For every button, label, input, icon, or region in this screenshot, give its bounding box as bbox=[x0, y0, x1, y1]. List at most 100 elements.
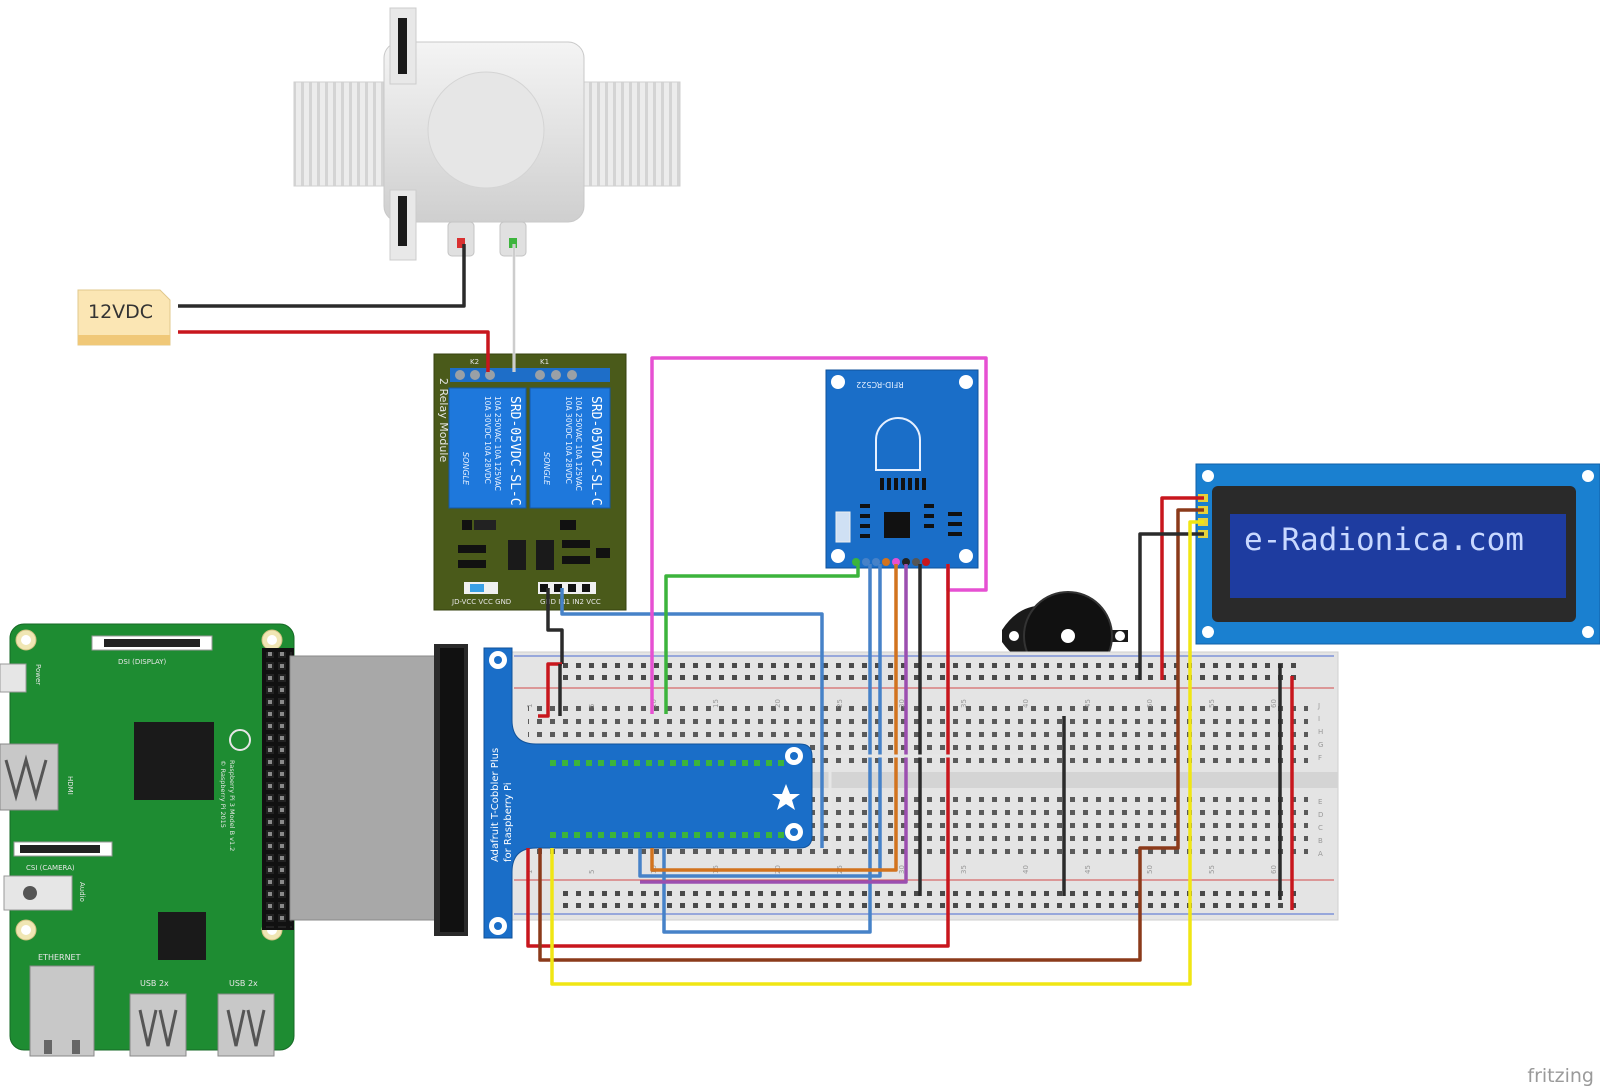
cobbler-title-2: for Raspberry Pi bbox=[503, 782, 514, 862]
ribbon-cable bbox=[289, 644, 468, 936]
breadboard-row-label: A bbox=[1318, 850, 1323, 858]
relay-1-brand: SONGLE bbox=[461, 452, 470, 486]
breadboard-column-label: 45 bbox=[1084, 865, 1092, 874]
pi-usb-2-label: USB 2x bbox=[229, 979, 258, 988]
rfid-module: RFID-RC522 bbox=[825, 369, 979, 569]
fritzing-watermark: fritzing bbox=[1527, 1065, 1594, 1087]
relay-2-cube bbox=[529, 387, 611, 509]
adafruit-star-icon bbox=[772, 784, 800, 810]
breadboard-row-label: E bbox=[1318, 798, 1322, 806]
cobbler-pin bbox=[766, 832, 772, 838]
breadboard-column-label: 40 bbox=[1022, 699, 1030, 708]
breadboard-column-label: 50 bbox=[1146, 865, 1154, 874]
cobbler-pin bbox=[586, 832, 592, 838]
cobbler-pin bbox=[718, 760, 724, 766]
breadboard-column-label: 5 bbox=[588, 870, 596, 874]
cobbler-title-1: Adafruit T-Cobbler Plus bbox=[490, 748, 501, 862]
cobbler-pin bbox=[754, 832, 760, 838]
raspberry-logo-icon bbox=[229, 729, 251, 751]
breadboard-column-label: 30 bbox=[898, 865, 906, 874]
cobbler-pin bbox=[550, 832, 556, 838]
breadboard-column-label: 20 bbox=[774, 699, 782, 708]
pi-power-label: Power bbox=[34, 664, 42, 685]
wire-lcd-vcc bbox=[1160, 496, 1204, 680]
cobbler-pin bbox=[730, 832, 736, 838]
relay-2-rating-1: 10A 250VAC 10A 125VAC bbox=[574, 396, 583, 491]
cobbler-pin bbox=[658, 760, 664, 766]
cobbler-pin bbox=[562, 832, 568, 838]
breadboard-row-label: D bbox=[1318, 811, 1323, 819]
breadboard-row-label: C bbox=[1318, 824, 1323, 832]
cobbler-pin bbox=[586, 760, 592, 766]
wire-rfid-orange bbox=[650, 564, 898, 872]
raspberry-pi: DSI (DISPLAY) HDMI Power CSI (CAMERA) Au… bbox=[0, 623, 295, 1057]
power-label-text: 12VDC bbox=[88, 301, 153, 323]
cobbler-pin bbox=[610, 832, 616, 838]
cobbler-pin bbox=[742, 760, 748, 766]
cobbler-pin bbox=[550, 760, 556, 766]
pi-audio-label: Audio bbox=[78, 882, 86, 902]
breadboard-column-label: 30 bbox=[898, 699, 906, 708]
usb-port-1 bbox=[129, 993, 187, 1057]
wire-relay-in1 bbox=[560, 588, 824, 848]
rfid-label: RFID-RC522 bbox=[856, 380, 904, 389]
wire-supply-red bbox=[178, 330, 490, 372]
pi-copyright-text: © Raspberry Pi 2015 bbox=[219, 760, 227, 828]
breadboard-column-label: 35 bbox=[960, 699, 968, 708]
usb-port-2 bbox=[217, 993, 275, 1057]
relay-header-left: JD-VCC VCC GND bbox=[451, 598, 511, 606]
breadboard-column-label: 1 bbox=[526, 870, 534, 874]
cobbler-pin bbox=[766, 760, 772, 766]
relay-module: K1 K2 SRD-05VDC-SL-C 10A 250VAC 10A 125V… bbox=[433, 353, 627, 611]
cobbler-pin bbox=[706, 832, 712, 838]
cobbler-pin bbox=[658, 832, 664, 838]
breadboard-column-label: 60 bbox=[1270, 865, 1278, 874]
breadboard-row-label: G bbox=[1318, 741, 1323, 749]
breadboard-column-label: 55 bbox=[1208, 699, 1216, 708]
relay-2-part-text: SRD-05VDC-SL-C bbox=[588, 396, 603, 506]
pi-dsi-label: DSI (DISPLAY) bbox=[118, 658, 167, 666]
cobbler-pin bbox=[646, 832, 652, 838]
wire-rfid-green bbox=[664, 564, 860, 714]
breadboard-column-label: 50 bbox=[1146, 699, 1154, 708]
wire-relay-vcc bbox=[538, 662, 562, 718]
lcd-module: e-Radionica.com bbox=[1195, 463, 1600, 645]
pi-hdmi-label: HDMI bbox=[66, 776, 74, 795]
breadboard-column-label: 15 bbox=[712, 699, 720, 708]
relay-1-rating-1: 10A 250VAC 10A 125VAC bbox=[493, 396, 502, 491]
breadboard-row-label: J bbox=[1317, 702, 1320, 710]
cobbler-pin bbox=[670, 832, 676, 838]
cobbler-pin bbox=[610, 760, 616, 766]
breadboard-row-label: H bbox=[1318, 728, 1323, 736]
cobbler-pin bbox=[646, 760, 652, 766]
cobbler-pin bbox=[706, 760, 712, 766]
solenoid-valve bbox=[293, 7, 681, 261]
relay-1-part-text: SRD-05VDC-SL-C bbox=[507, 396, 522, 506]
cobbler-pin bbox=[754, 760, 760, 766]
relay-header-right: GND IN1 IN2 VCC bbox=[540, 598, 601, 606]
cobbler-pin bbox=[634, 760, 640, 766]
wire-lcd-yellow bbox=[550, 520, 1204, 986]
wire-rfid-blue bbox=[662, 564, 872, 934]
wire-lcd-gnd bbox=[1138, 532, 1204, 680]
cobbler-pin bbox=[742, 832, 748, 838]
breadboard-row-label: B bbox=[1318, 837, 1323, 845]
cobbler-pin bbox=[694, 832, 700, 838]
cobbler-pin bbox=[730, 760, 736, 766]
wire-rfid-blue-2 bbox=[638, 564, 882, 878]
lcd-screen bbox=[1230, 514, 1566, 598]
wire-rfid-purple bbox=[640, 564, 908, 884]
relay-k1-label: K1 bbox=[540, 358, 549, 366]
pi-usb-1-label: USB 2x bbox=[140, 979, 169, 988]
pi-ethernet-label: ETHERNET bbox=[38, 953, 81, 962]
power-supply-label: 12VDC bbox=[77, 289, 171, 346]
relay-2-rating-2: 10A 30VDC 10A 28VDC bbox=[564, 396, 573, 484]
cobbler-pin bbox=[682, 832, 688, 838]
relay-k2-label: K2 bbox=[470, 358, 479, 366]
cobbler-pin bbox=[634, 832, 640, 838]
breadboard-column-label: 55 bbox=[1208, 865, 1216, 874]
breadboard-column-label: 35 bbox=[960, 865, 968, 874]
cobbler-pin bbox=[598, 832, 604, 838]
cobbler-pin bbox=[778, 832, 784, 838]
wire-relay-gnd bbox=[546, 588, 564, 664]
